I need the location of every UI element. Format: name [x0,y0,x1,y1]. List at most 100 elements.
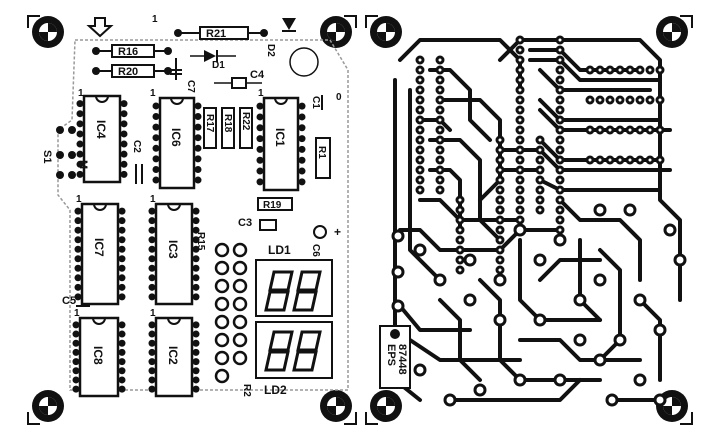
solder-pad [435,175,445,185]
r1-label: R1 [316,146,327,159]
r16-label: R16 [118,46,138,58]
ic-pin [148,274,156,282]
solder-pad [605,65,615,75]
ic-pin [192,339,200,347]
ic-pin [120,160,128,168]
solder-pad [513,373,527,387]
board-number-label: 87448 [396,344,408,375]
ic-pin [148,330,156,338]
ic-pin [194,134,202,142]
ic-pin [74,293,82,301]
solder-pad [435,65,445,75]
solder-pad [645,65,655,75]
solder-pad [455,205,465,215]
solder-pad [555,45,565,55]
solder-pad [391,229,405,243]
c3-label: C3 [238,217,252,229]
pin1-mark: 1 [76,194,82,205]
solder-pad [595,65,605,75]
solder-pad [555,175,565,185]
ic-pin [120,170,128,178]
ic-pin [192,330,200,338]
solder-pad [495,155,505,165]
solder-pad [555,135,565,145]
ic-pin [256,156,264,164]
solder-pad [455,255,465,265]
r18-label: R18 [222,114,233,133]
ic-pin [194,155,202,163]
ic-pin [118,217,126,225]
ld2-label: LD2 [264,383,287,397]
solder-pad [515,195,525,205]
solder-pad [653,323,667,337]
r2-label: R2 [241,384,252,397]
solder-pad [515,85,525,95]
ld1-label: LD1 [268,243,291,257]
solder-pad [593,273,607,287]
solder-pad [585,155,595,165]
solder-pad [655,95,665,105]
registration-mark-icon [370,16,402,48]
solder-pad [555,55,565,65]
ic-pin [192,207,200,215]
solder-pad [455,225,465,235]
solder-pad [435,105,445,115]
c4-label: C4 [250,69,265,81]
solder-pad [515,55,525,65]
ic-pin [74,226,82,234]
ic-pin [120,120,128,128]
ic-pin [298,156,306,164]
solder-pad [515,215,525,225]
ic-pin [148,358,156,366]
solder-pad [605,125,615,135]
ic-pin [256,135,264,143]
pin1-mark: 1 [74,308,80,319]
solder-pad [635,155,645,165]
pin1-mark: 1 [150,88,156,99]
solder-pad [415,65,425,75]
solder-pad [595,95,605,105]
solder-pad [435,55,445,65]
solder-pad [415,175,425,185]
ic-pin [192,385,200,393]
solder-pad [635,65,645,75]
solder-pad [623,203,637,217]
solder-pad [515,125,525,135]
c2-label: C2 [131,140,142,153]
solder-pad [595,155,605,165]
ic-pin [256,113,264,121]
pin1-mark: 1 [78,88,84,99]
solder-pad [443,393,457,407]
ic-pin [148,255,156,263]
c5-label: C5 [62,295,76,307]
ic-pin [72,348,80,356]
solder-pad [495,195,505,205]
solder-pad [573,333,587,347]
solder-pad [495,135,505,145]
ic-pin [148,245,156,253]
ic-pin [148,264,156,272]
ic-pin [192,255,200,263]
ic-pin [72,330,80,338]
solder-pad [515,175,525,185]
solder-pad [555,225,565,235]
ic-pin [76,150,84,158]
solder-pad [495,175,505,185]
ic-pin [192,376,200,384]
solder-pad [515,75,525,85]
solder-pad [435,125,445,135]
ic-pin [148,321,156,329]
ic-pin [194,123,202,131]
ic-pin [148,283,156,291]
solder-pad [615,65,625,75]
solder-pad [435,75,445,85]
solder-pad [613,333,627,347]
resistor-array [214,242,248,384]
solder-pad [515,155,525,165]
d1-label: D1 [212,60,225,71]
ic-pin [74,274,82,282]
ic-pin [118,264,126,272]
ic-pin [192,236,200,244]
registration-mark-icon [370,390,402,422]
